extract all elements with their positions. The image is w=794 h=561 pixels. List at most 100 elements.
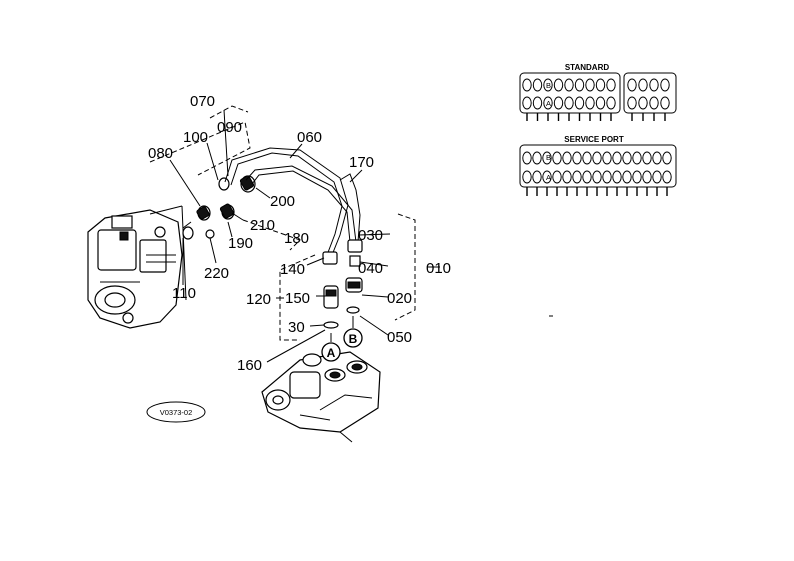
spool-port: [612, 170, 622, 184]
callout-200: 200: [270, 193, 295, 210]
callout-190: 190: [228, 235, 253, 252]
callout-110: 110: [172, 285, 196, 302]
spool-port: [542, 151, 552, 165]
spool-port: [592, 151, 602, 165]
spool-port: [649, 78, 659, 92]
port-a-label: A: [327, 346, 336, 360]
spool-port: [622, 151, 632, 165]
spool-port: [632, 151, 642, 165]
hydraulic-pump-illustration: [87, 205, 187, 329]
spool-port: [642, 151, 652, 165]
spool-port: [564, 96, 574, 110]
spool-port: [572, 170, 582, 184]
spool-port: [562, 170, 572, 184]
callout-170: 170: [349, 154, 374, 171]
spool-port: [606, 96, 616, 110]
spool-port: [522, 170, 532, 184]
spool-port: [522, 78, 532, 92]
port-b-label: B: [349, 332, 358, 346]
control-valve-fittings: [322, 239, 363, 329]
spool-port: [638, 78, 648, 92]
hydraulic-pipes: [224, 147, 361, 256]
spool-port: [552, 170, 562, 184]
spool-port: [660, 96, 670, 110]
service-port-valve-panel: SERVICE PORT B A: [519, 135, 677, 196]
spool-port: [582, 170, 592, 184]
callout-070: 070: [190, 93, 215, 110]
callout-120: 120: [246, 291, 271, 308]
callout-050: 050: [387, 329, 412, 346]
callout-100: 100: [183, 129, 208, 146]
spool-port: [627, 78, 637, 92]
reference-code-badge: V0373-02: [146, 401, 206, 423]
spool-port: [543, 78, 553, 92]
callout-210: 210: [250, 217, 275, 234]
callout-140: 140: [280, 261, 305, 278]
service-row-b-label: B: [546, 153, 551, 162]
callout-30: 30: [288, 319, 305, 336]
spool-port: [553, 78, 564, 92]
callout-060: 060: [297, 129, 322, 146]
spool-port: [632, 170, 642, 184]
spool-port: [652, 151, 662, 165]
spool-port: [662, 170, 672, 184]
spool-port: [522, 96, 532, 110]
callout-180: 180: [284, 230, 309, 247]
spool-port: [649, 96, 659, 110]
spool-port: [522, 151, 532, 165]
spool-port: [532, 151, 542, 165]
spool-port: [662, 151, 672, 165]
spool-port: [602, 151, 612, 165]
standard-panel-title: STANDARD: [565, 63, 610, 72]
spool-port: [592, 170, 602, 184]
spool-port: [562, 151, 572, 165]
callout-160: 160: [237, 357, 262, 374]
control-valve-illustration: [261, 351, 381, 443]
service-port-panel-title: SERVICE PORT: [564, 135, 624, 144]
spool-port: [574, 78, 585, 92]
spool-port: [543, 96, 553, 110]
spool-port: [542, 170, 552, 184]
spool-port: [595, 96, 606, 110]
callout-020: 020: [387, 290, 412, 307]
spool-port: [574, 96, 585, 110]
spool-port: [660, 78, 670, 92]
callout-numbers: 070 100 090 080 060 170 200 210 190 180 …: [148, 93, 451, 374]
spool-port: [642, 170, 652, 184]
callout-080: 080: [148, 145, 173, 162]
callout-040: 040: [358, 260, 383, 277]
spool-port: [532, 96, 543, 110]
callout-220: 220: [204, 265, 229, 282]
spool-port: [552, 151, 562, 165]
spool-port: [627, 96, 637, 110]
callout-150: 150: [285, 290, 310, 307]
leader-lines: [169, 109, 440, 363]
service-row-a-label: A: [546, 173, 551, 182]
spool-port: [602, 170, 612, 184]
spool-port: [638, 96, 648, 110]
spool-port: [622, 170, 632, 184]
spool-port: [585, 78, 595, 92]
spool-port: [595, 78, 606, 92]
assembly-group-outline-right: [279, 213, 416, 341]
port-marker-b: B: [343, 328, 363, 348]
spool-port: [532, 78, 543, 92]
callout-090: 090: [217, 119, 242, 136]
spool-port: [606, 78, 616, 92]
pump-port-fittings: [182, 175, 256, 240]
standard-row-a-label: A: [546, 99, 551, 108]
spool-port: [553, 96, 564, 110]
callout-030: 030: [358, 227, 383, 244]
spool-port: [652, 170, 662, 184]
spool-port: [612, 151, 622, 165]
spool-port: [572, 151, 582, 165]
standard-valve-panel: STANDARD B A: [519, 63, 677, 121]
standard-row-b-label: B: [546, 81, 551, 90]
spool-port: [585, 96, 595, 110]
reference-code: V0373-02: [160, 408, 193, 417]
spool-port: [564, 78, 574, 92]
assembly-group-outline-left: [149, 105, 301, 251]
callout-010: 010: [426, 260, 451, 277]
spool-port: [532, 170, 542, 184]
